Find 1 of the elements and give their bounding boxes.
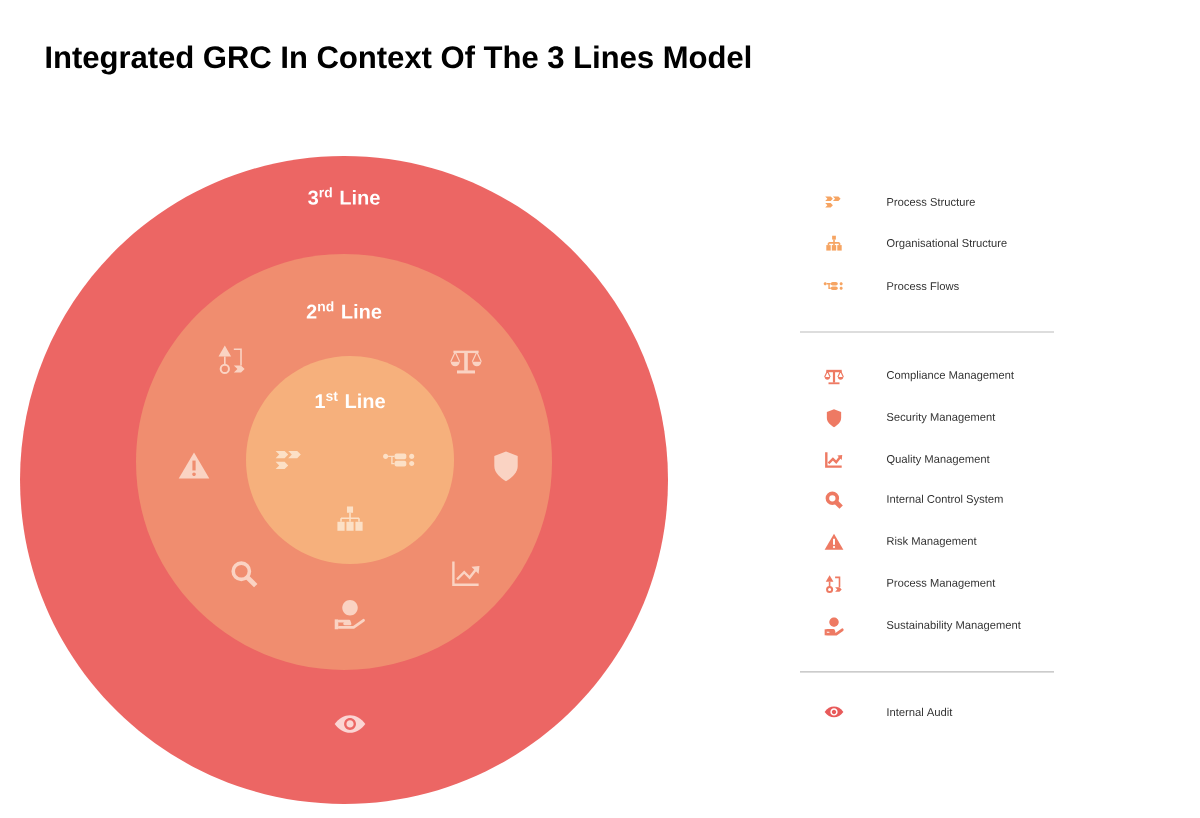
title: Integrated GRC In Context Of The 3 Lines Model (46, 45, 751, 75)
